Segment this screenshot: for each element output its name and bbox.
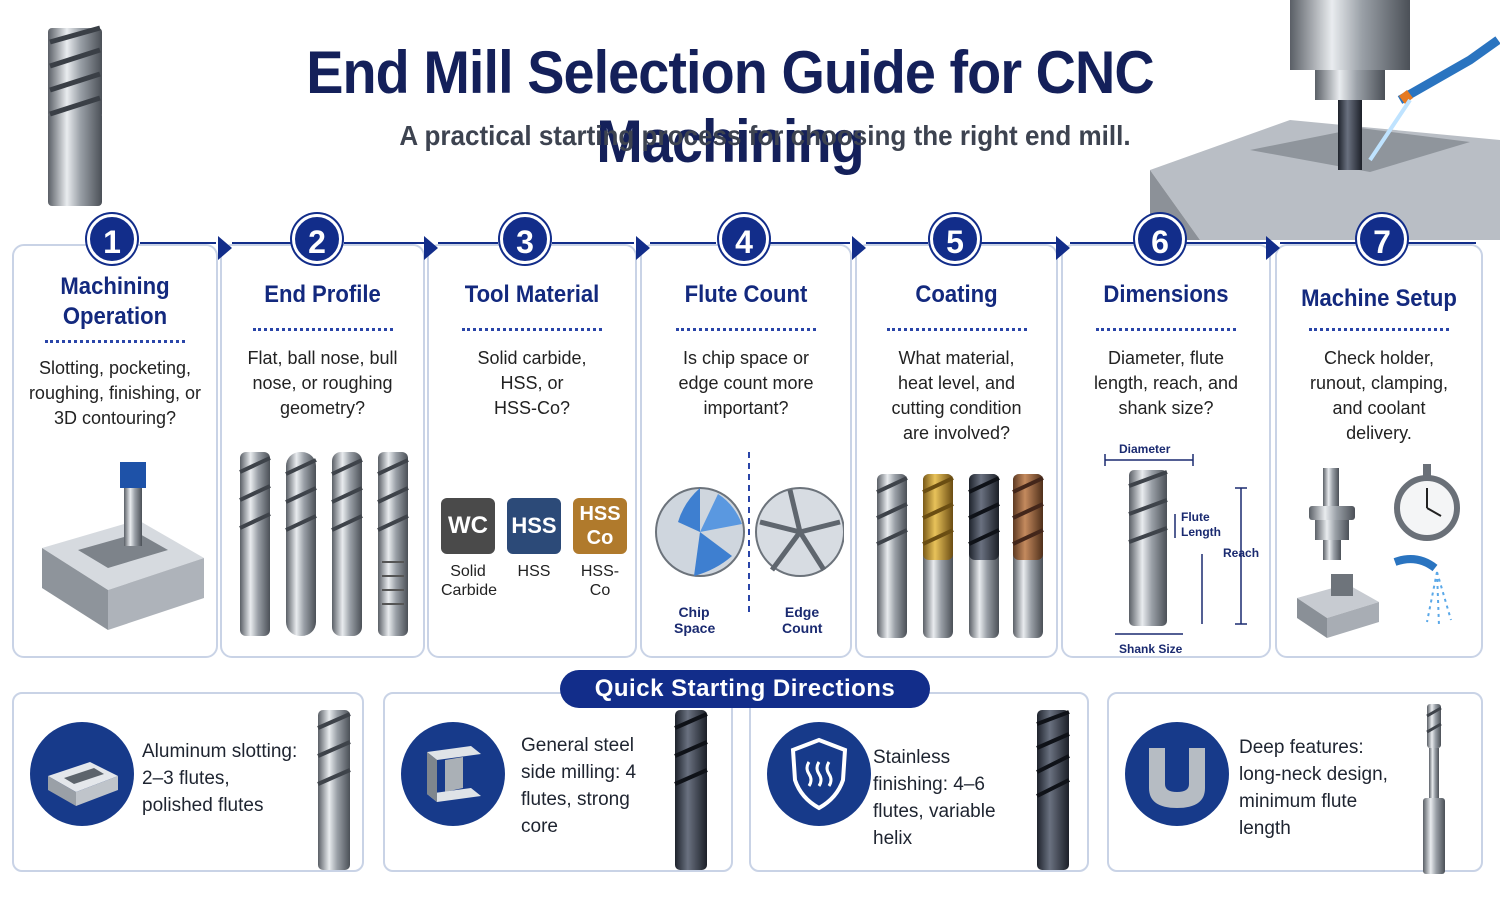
step-description: What material, heat level, and cutting c… xyxy=(891,348,1022,443)
step-card-dimensions: Dimensions Diameter, flute length, reach… xyxy=(1061,244,1271,658)
material-badge-wc: WC xyxy=(441,498,495,554)
arrow-icon xyxy=(424,236,438,260)
connector-line xyxy=(770,242,850,244)
step-number-badge: 2 xyxy=(292,214,342,264)
arrow-icon xyxy=(1266,236,1280,260)
connector-line xyxy=(1408,242,1476,244)
end-mill-image xyxy=(674,710,708,870)
diameter-label: Diameter xyxy=(1119,442,1171,456)
quick-card-deep-features: Deep features: long-neck design, minimum… xyxy=(1107,692,1483,874)
dotted-divider xyxy=(462,328,602,331)
step-number-badge: 3 xyxy=(500,214,550,264)
material-label: HSS-Co xyxy=(580,563,620,599)
slot-block-icon xyxy=(30,722,134,826)
heat-shield-icon xyxy=(767,722,871,826)
step-number-badge: 4 xyxy=(719,214,769,264)
material-hss-co: HSS Co HSS-Co xyxy=(573,498,627,600)
arrow-icon xyxy=(852,236,866,260)
step-title: Machining Operation xyxy=(60,273,170,330)
header-end-mill-image xyxy=(48,25,102,206)
step-description: Is chip space or edge count more importa… xyxy=(678,348,814,418)
dotted-divider xyxy=(886,328,1027,331)
step-card-machine-setup: Machine Setup Check holder, runout, clam… xyxy=(1275,244,1483,658)
page-title: End Mill Selection Guide for CNC Machini… xyxy=(306,39,1155,175)
step-number-badge: 7 xyxy=(1357,214,1407,264)
connector-line xyxy=(650,242,716,244)
step-number-badge: 1 xyxy=(87,214,137,264)
connector-line xyxy=(344,242,424,244)
machine-setup-image xyxy=(1297,464,1460,638)
coated-tools-image xyxy=(876,474,1044,638)
step-card-machining-operation: Machining Operation Slotting, pocketing,… xyxy=(12,244,218,658)
material-hss: HSS HSS xyxy=(507,498,561,581)
arrow-icon xyxy=(636,236,650,260)
connector-line xyxy=(980,242,1056,244)
quick-directions-label: Quick Starting Directions xyxy=(560,670,930,708)
step-card-coating: Coating What material, heat level, and c… xyxy=(855,244,1058,658)
quick-card-text: Stainless finishing: 4–6 flutes, variabl… xyxy=(873,747,996,849)
step-title: Machine Setup xyxy=(1301,285,1457,312)
material-wc: WC Solid Carbide xyxy=(441,498,498,600)
step-title: Coating xyxy=(915,281,998,308)
arrow-icon xyxy=(1056,236,1070,260)
material-badge-hss-co: HSS Co xyxy=(573,498,627,554)
step-description: Solid carbide, HSS, or HSS-Co? xyxy=(477,348,587,418)
step-number-badge: 6 xyxy=(1135,214,1185,264)
connector-line xyxy=(1186,242,1266,244)
connector-line xyxy=(140,242,216,244)
page-subtitle: A practical starting process for choosin… xyxy=(399,120,1131,151)
material-label: HSS xyxy=(517,563,551,580)
cnc-spindle-image xyxy=(1150,0,1500,240)
step-title: Tool Material xyxy=(464,281,600,308)
end-mill-image xyxy=(317,710,351,870)
step-card-tool-material: Tool Material Solid carbide, HSS, or HSS… xyxy=(427,244,637,658)
steel-beam-icon xyxy=(401,722,505,826)
end-profile-tools-image xyxy=(239,452,409,636)
quick-card-text: Deep features: long-neck design, minimum… xyxy=(1239,737,1388,839)
connector-line xyxy=(1280,242,1356,244)
dotted-divider xyxy=(676,328,816,331)
reach-label: Reach xyxy=(1223,546,1260,560)
material-badge-hss: HSS xyxy=(507,498,561,554)
deep-pocket-icon xyxy=(1125,722,1229,826)
long-neck-end-mill-image xyxy=(1423,704,1445,874)
edge-count-label: Edge Count xyxy=(782,604,823,636)
quick-card-aluminum: Aluminum slotting: 2–3 flutes, polished … xyxy=(12,692,364,872)
connector-line xyxy=(552,242,634,244)
step-number-badge: 5 xyxy=(930,214,980,264)
dotted-divider xyxy=(1309,328,1449,331)
dotted-divider xyxy=(252,328,393,331)
quick-card-text: General steel side milling: 4 flutes, st… xyxy=(521,735,637,837)
step-card-end-profile: End Profile Flat, ball nose, bull nose, … xyxy=(220,244,425,658)
flute-cross-section-image xyxy=(655,452,844,612)
step-title: End Profile xyxy=(264,281,381,308)
quick-card-stainless: Stainless finishing: 4–6 flutes, variabl… xyxy=(749,692,1089,872)
shank-size-label: Shank Size xyxy=(1119,642,1183,656)
connector-line xyxy=(232,242,292,244)
step-description: Flat, ball nose, bull nose, or roughing … xyxy=(247,348,398,418)
step-description: Check holder, runout, clamping, and cool… xyxy=(1309,348,1449,443)
quick-card-steel: General steel side milling: 4 flutes, st… xyxy=(383,692,733,872)
quick-card-text: Aluminum slotting: 2–3 flutes, polished … xyxy=(142,741,298,816)
connector-line xyxy=(438,242,498,244)
connector-line xyxy=(1070,242,1134,244)
step-card-flute-count: Flute Count Is chip space or edge count … xyxy=(640,244,852,658)
dotted-divider xyxy=(45,340,185,343)
connector-line xyxy=(866,242,928,244)
dotted-divider xyxy=(1096,328,1236,331)
chip-space-label: Chip Space xyxy=(674,604,716,636)
step-title: Dimensions xyxy=(1103,281,1229,308)
end-mill-image xyxy=(1036,710,1070,870)
dimension-diagram-image xyxy=(1104,454,1247,635)
step-description: Diameter, flute length, reach, and shank… xyxy=(1093,348,1239,418)
flute-length-label: Flute Length xyxy=(1181,510,1221,539)
workpiece-block-image xyxy=(42,462,204,630)
step-title: Flute Count xyxy=(684,281,808,308)
material-label: Solid Carbide xyxy=(441,563,498,599)
step-description: Slotting, pocketing, roughing, finishing… xyxy=(28,358,202,428)
arrow-icon xyxy=(218,236,232,260)
